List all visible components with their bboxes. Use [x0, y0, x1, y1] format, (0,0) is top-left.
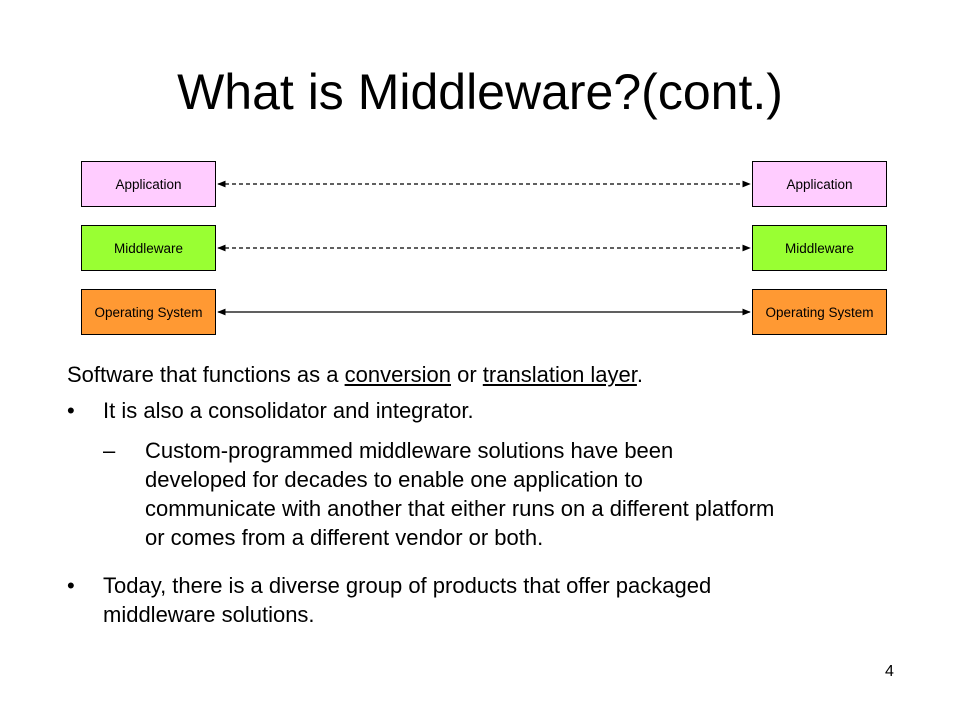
left-operating-system-box: Operating System [81, 289, 216, 335]
bullet-1-text: It is also a consolidator and integrator… [103, 398, 474, 423]
intro-text-middle: or [451, 362, 483, 387]
sub-bullet-1-line-4: or comes from a different vendor or both… [145, 525, 544, 550]
right-operating-system-box: Operating System [752, 289, 887, 335]
sub-bullet-1-line-3: communicate with another that either run… [145, 496, 775, 521]
left-application-box: Application [81, 161, 216, 207]
bullet-2-line-1: Today, there is a diverse group of produ… [103, 573, 712, 598]
bullet-2-line-2: middleware solutions. [103, 602, 315, 627]
bullet-marker-1: • [67, 398, 75, 423]
translation-layer-underlined: translation layer [482, 362, 637, 387]
conversion-underlined: conversion [344, 362, 451, 387]
bullet-2-text: Today, there is a diverse group of produ… [103, 571, 711, 629]
right-middleware-box: Middleware [752, 225, 887, 271]
intro-text-prefix: Software that functions as a [67, 362, 345, 387]
slide-title: What is Middleware?(cont.) [177, 64, 783, 120]
sub-bullet-marker-1: – [103, 438, 116, 463]
slide-number: 4 [885, 663, 894, 680]
sub-bullet-1-line-1: Custom-programmed middleware solutions h… [145, 438, 674, 463]
intro-paragraph: Software that functions as a conversion … [67, 360, 643, 389]
left-middleware-box: Middleware [81, 225, 216, 271]
connector-arrows [217, 180, 751, 316]
intro-text-suffix: . [636, 362, 644, 387]
right-application-box: Application [752, 161, 887, 207]
bullet-marker-2: • [67, 573, 75, 598]
sub-bullet-1-text: Custom-programmed middleware solutions h… [145, 436, 774, 552]
sub-bullet-1-line-2: developed for decades to enable one appl… [145, 467, 643, 492]
